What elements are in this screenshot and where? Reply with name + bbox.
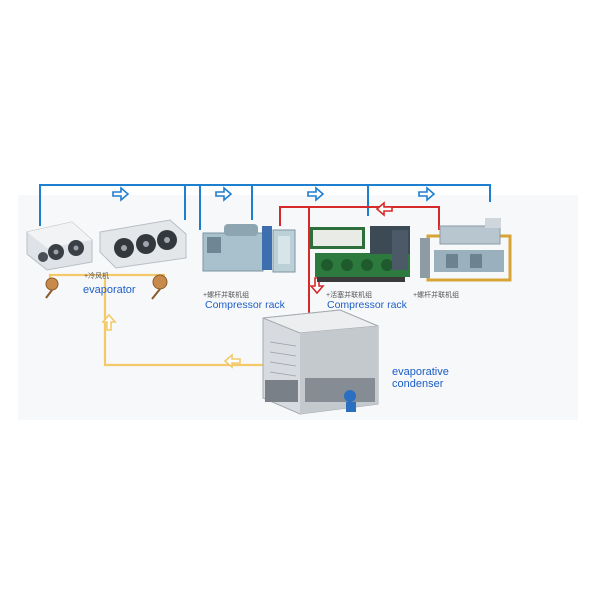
red-arrow-left — [375, 201, 393, 217]
evaporator-unit-2 — [99, 219, 187, 269]
compressor-rack-unit-3 — [420, 218, 512, 282]
yellow-arrow-up — [101, 313, 117, 331]
cn-label-fan-unit: +冷风机 — [84, 273, 110, 280]
yellow-arrow-left — [223, 353, 241, 369]
expansion-valve-2 — [151, 274, 168, 300]
blue-flow-arrows — [112, 186, 436, 202]
label-condenser-line1: evaporative — [392, 366, 449, 378]
evaporative-condenser-unit — [262, 309, 379, 415]
cn-label-piston-rack: +活塞并联机组 — [326, 292, 373, 299]
label-compressor-rack-1: Compressor rack — [205, 299, 285, 311]
compressor-rack-unit-2 — [310, 226, 410, 282]
expansion-valve-1 — [45, 277, 59, 299]
blue-pipe-network — [39, 184, 491, 230]
blue-arrow-3 — [307, 186, 325, 202]
evaporator-unit-1 — [26, 221, 93, 271]
label-compressor-rack-2: Compressor rack — [327, 299, 407, 311]
cn-label-screw-rack-2: +螺杆并联机组 — [413, 292, 460, 299]
blue-arrow-4 — [418, 186, 436, 202]
label-condenser-line2: condenser — [392, 378, 444, 390]
blue-arrow-1 — [112, 186, 130, 202]
red-pipe-network — [279, 206, 440, 328]
cn-label-screw-rack-1: +螺杆并联机组 — [203, 292, 250, 299]
blue-arrow-2 — [215, 186, 233, 202]
label-evaporator: evaporator — [83, 284, 136, 296]
yellow-flow-arrows — [101, 313, 241, 369]
compressor-rack-unit-1 — [202, 224, 296, 273]
